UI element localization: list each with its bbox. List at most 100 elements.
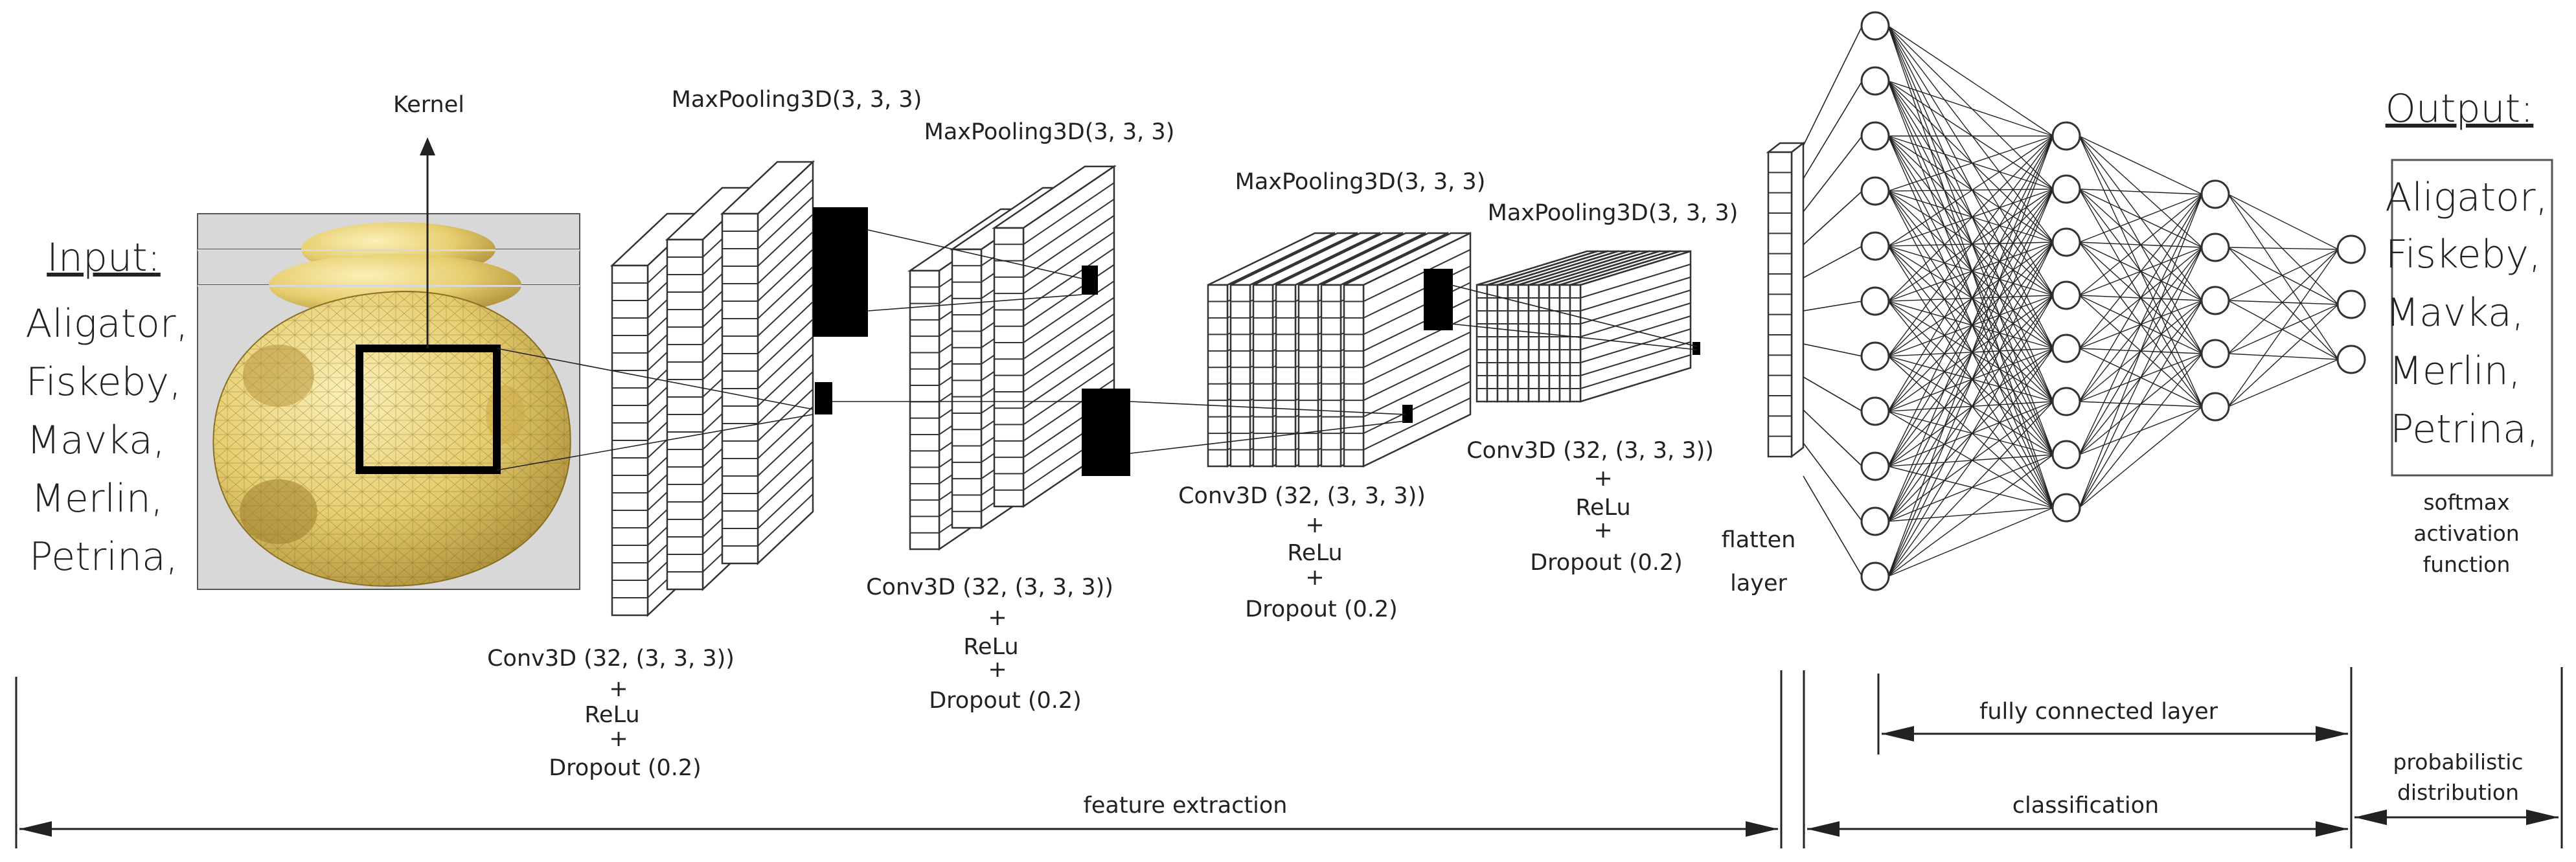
pool-label-1: MaxPooling3D(3, 3, 3) bbox=[672, 87, 922, 113]
dense-1-node-2 bbox=[1860, 66, 1890, 96]
svg-text:Conv3D (32, (3, 3, 3)): Conv3D (32, (3, 3, 3)) bbox=[1466, 438, 1714, 464]
activation-patch-2b bbox=[1082, 389, 1130, 476]
probabilistic-label-line-1: probabilistic bbox=[2393, 749, 2523, 775]
input-class-3: Mavka, bbox=[27, 418, 165, 463]
output-class-4: Merlin, bbox=[2389, 348, 2521, 394]
dense-1-node-3 bbox=[1860, 121, 1890, 151]
dense-3-node-1 bbox=[2200, 179, 2230, 209]
feature-map-1-slab-3 bbox=[720, 160, 815, 565]
feature-extraction-label: feature extraction bbox=[1084, 793, 1288, 819]
dense-1-node-9 bbox=[1860, 451, 1890, 481]
input-class-1: Aligator, bbox=[25, 301, 188, 346]
activation-patch-1b bbox=[815, 382, 832, 414]
dense-2-node-3 bbox=[2051, 227, 2081, 257]
output-node-1 bbox=[2336, 234, 2366, 264]
activation-patch-3b bbox=[1402, 405, 1413, 423]
flatten-label-line-2: layer bbox=[1730, 571, 1787, 596]
conv-label-2: Conv3D (32, (3, 3, 3)) + ReLu + Dropout … bbox=[866, 574, 1113, 714]
flatten-layer bbox=[1766, 141, 1806, 459]
dense-nodes bbox=[1860, 11, 2366, 591]
svg-text:+: + bbox=[609, 676, 628, 702]
input-class-5: Petrina, bbox=[29, 534, 178, 580]
svg-text:+: + bbox=[1593, 466, 1612, 492]
dense-2-node-2 bbox=[2051, 174, 2081, 204]
conv-blocks bbox=[610, 160, 1700, 617]
dense-3-node-4 bbox=[2200, 339, 2230, 369]
pool-label-4: MaxPooling3D(3, 3, 3) bbox=[1488, 200, 1738, 226]
output-heading: Output: bbox=[2386, 86, 2534, 131]
svg-text:+: + bbox=[1305, 512, 1324, 538]
kernel-arrow: Kernel bbox=[393, 92, 464, 348]
dense-1-node-7 bbox=[1860, 341, 1890, 371]
conv-label-3: Conv3D (32, (3, 3, 3)) + ReLu + Dropout … bbox=[1178, 483, 1426, 622]
activation-patch-1a bbox=[813, 207, 868, 337]
dense-1-node-1 bbox=[1860, 11, 1890, 41]
output-class-5: Petrina, bbox=[2390, 407, 2539, 452]
output-node-2 bbox=[2336, 289, 2366, 319]
dense-3-node-2 bbox=[2200, 233, 2230, 262]
dense-2-node-1 bbox=[2051, 121, 2081, 151]
output-node-3 bbox=[2336, 345, 2366, 374]
dense-2-node-7 bbox=[2051, 440, 2081, 470]
output-class-2: Fiskeby, bbox=[2386, 232, 2541, 277]
svg-text:+: + bbox=[1305, 565, 1324, 591]
activation-line-3: function bbox=[2423, 552, 2511, 577]
svg-text:+: + bbox=[1593, 517, 1612, 543]
fully-connected-label: fully connected layer bbox=[1979, 699, 2218, 725]
output-group: Output: Aligator, Fiskeby, Mavka, Merlin… bbox=[2385, 86, 2553, 577]
dense-1-node-6 bbox=[1860, 286, 1890, 316]
feature-map-4-slab-10 bbox=[1569, 250, 1692, 403]
dense-2-node-4 bbox=[2051, 280, 2081, 310]
output-class-1: Aligator, bbox=[2385, 175, 2548, 220]
dense-1-node-8 bbox=[1860, 396, 1890, 426]
svg-text:Dropout (0.2): Dropout (0.2) bbox=[1245, 596, 1398, 622]
activation-patch-3a bbox=[1424, 269, 1453, 330]
probabilistic-label-line-2: distribution bbox=[2397, 780, 2519, 805]
activation-patch-4 bbox=[1693, 342, 1700, 355]
svg-text:ReLu: ReLu bbox=[1575, 495, 1630, 521]
convolution-projection-lines bbox=[496, 229, 1698, 471]
activation-line-1: softmax bbox=[2423, 490, 2509, 515]
dense-1-node-10 bbox=[1860, 506, 1890, 536]
dense-2-node-8 bbox=[2051, 493, 2081, 523]
svg-text:Dropout (0.2): Dropout (0.2) bbox=[549, 755, 701, 781]
svg-text:ReLu: ReLu bbox=[963, 634, 1018, 660]
pool-label-3: MaxPooling3D(3, 3, 3) bbox=[1235, 169, 1486, 195]
activation-patch-2a bbox=[1082, 266, 1098, 295]
stage-dimension-lines bbox=[15, 667, 2563, 848]
conv-label-1: Conv3D (32, (3, 3, 3)) + ReLu + Dropout … bbox=[487, 646, 735, 781]
dense-2-node-5 bbox=[2051, 334, 2081, 363]
input-class-2: Fiskeby, bbox=[26, 359, 181, 405]
svg-text:Conv3D (32, (3, 3, 3)): Conv3D (32, (3, 3, 3)) bbox=[866, 574, 1113, 600]
dense-connections bbox=[1803, 25, 2339, 577]
output-class-3: Mavka, bbox=[2386, 290, 2524, 335]
dense-1-node-5 bbox=[1860, 231, 1890, 261]
kernel-label: Kernel bbox=[393, 92, 464, 118]
dense-3-node-3 bbox=[2200, 286, 2230, 315]
dense-1-node-11 bbox=[1860, 561, 1890, 591]
svg-text:+: + bbox=[988, 657, 1007, 683]
conv-label-4: Conv3D (32, (3, 3, 3)) + ReLu + Dropout … bbox=[1466, 438, 1714, 576]
svg-text:ReLu: ReLu bbox=[1287, 540, 1342, 566]
input-heading: Input: bbox=[47, 235, 161, 280]
svg-text:Conv3D (32, (3, 3, 3)): Conv3D (32, (3, 3, 3)) bbox=[487, 646, 735, 672]
dense-3-node-5 bbox=[2200, 392, 2230, 422]
svg-text:ReLu: ReLu bbox=[584, 702, 639, 728]
input-label-group: Input: Aligator, Fiskeby, Mavka, Merlin,… bbox=[25, 235, 188, 580]
svg-text:+: + bbox=[609, 726, 628, 752]
flatten-label-line-1: flatten bbox=[1722, 527, 1796, 553]
input-image bbox=[197, 213, 580, 590]
input-class-4: Merlin, bbox=[31, 476, 163, 521]
svg-text:Dropout (0.2): Dropout (0.2) bbox=[1530, 550, 1683, 576]
output-box bbox=[2391, 159, 2553, 477]
dense-2-node-6 bbox=[2051, 387, 2081, 416]
svg-text:Conv3D (32, (3, 3, 3)): Conv3D (32, (3, 3, 3)) bbox=[1178, 483, 1426, 509]
feature-map-3-slab-7 bbox=[1343, 232, 1472, 468]
pool-label-2: MaxPooling3D(3, 3, 3) bbox=[924, 119, 1175, 145]
classification-label: classification bbox=[2012, 793, 2159, 819]
activation-line-2: activation bbox=[2413, 521, 2519, 546]
svg-text:Dropout (0.2): Dropout (0.2) bbox=[929, 688, 1082, 714]
stage-labels: feature extraction classification fully … bbox=[1084, 699, 2524, 819]
block-labels: MaxPooling3D(3, 3, 3) MaxPooling3D(3, 3,… bbox=[487, 87, 1738, 781]
